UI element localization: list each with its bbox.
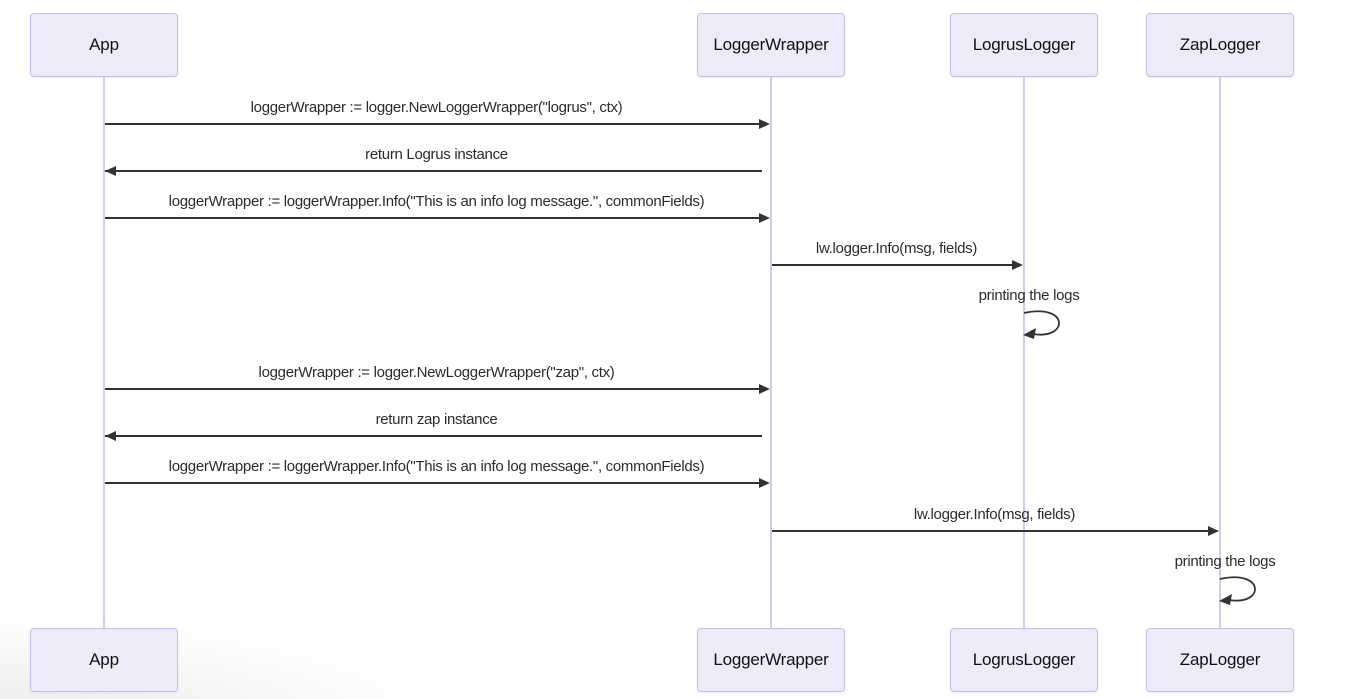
message-arrowhead-right (1208, 526, 1219, 536)
self-loop-arrowhead (1023, 328, 1036, 339)
message-label: loggerWrapper := logger.NewLoggerWrapper… (258, 364, 615, 381)
self-loop-path (1219, 576, 1256, 602)
actor-label-logruslogger: LogrusLogger (972, 650, 1076, 669)
message-label: loggerWrapper := loggerWrapper.Info("Thi… (168, 458, 705, 475)
actor-label-loggerwrapper: LoggerWrapper (713, 35, 829, 54)
message-label: lw.logger.Info(msg, fields) (913, 506, 1076, 523)
message-line (772, 264, 1015, 266)
actor-box-bottom-app: App (30, 628, 178, 692)
message-arrowhead-left (105, 431, 116, 441)
lifeline-zaplogger (1219, 77, 1221, 628)
actor-box-bottom-zaplogger: ZapLogger (1146, 628, 1294, 692)
self-message-label: printing the logs (1174, 553, 1276, 570)
message-label: loggerWrapper := loggerWrapper.Info("Thi… (168, 193, 705, 210)
message-line (105, 482, 762, 484)
message-arrowhead-right (1012, 260, 1023, 270)
actor-label-app: App (89, 35, 119, 54)
actor-box-top-loggerwrapper: LoggerWrapper (697, 13, 845, 77)
actor-label-loggerwrapper: LoggerWrapper (713, 650, 829, 669)
lifeline-app (103, 77, 105, 628)
message-arrowhead-right (759, 478, 770, 488)
message-line (105, 170, 762, 172)
self-loop-arrow (1023, 310, 1060, 339)
message-label: lw.logger.Info(msg, fields) (815, 240, 978, 257)
message-arrowhead-right (759, 119, 770, 129)
actor-label-logruslogger: LogrusLogger (972, 35, 1076, 54)
message-arrowhead-left (105, 166, 116, 176)
actor-label-zaplogger: ZapLogger (1179, 35, 1261, 54)
actor-box-top-zaplogger: ZapLogger (1146, 13, 1294, 77)
actor-box-top-logruslogger: LogrusLogger (950, 13, 1098, 77)
self-message-label: printing the logs (978, 287, 1080, 304)
actor-label-zaplogger: ZapLogger (1179, 650, 1261, 669)
message-label: return zap instance (375, 411, 498, 428)
message-line (105, 217, 762, 219)
lifeline-logruslogger (1023, 77, 1025, 628)
self-loop-arrow (1219, 576, 1256, 605)
actor-label-app: App (89, 650, 119, 669)
lifeline-loggerwrapper (770, 77, 772, 628)
message-line (105, 123, 762, 125)
message-line (105, 435, 762, 437)
actor-box-bottom-loggerwrapper: LoggerWrapper (697, 628, 845, 692)
self-loop-arrowhead (1219, 594, 1232, 605)
actor-box-bottom-logruslogger: LogrusLogger (950, 628, 1098, 692)
message-line (772, 530, 1211, 532)
message-line (105, 388, 762, 390)
message-label: loggerWrapper := logger.NewLoggerWrapper… (250, 99, 623, 116)
message-arrowhead-right (759, 213, 770, 223)
message-label: return Logrus instance (365, 146, 508, 163)
message-arrowhead-right (759, 384, 770, 394)
self-loop-path (1023, 310, 1060, 336)
actor-box-top-app: App (30, 13, 178, 77)
